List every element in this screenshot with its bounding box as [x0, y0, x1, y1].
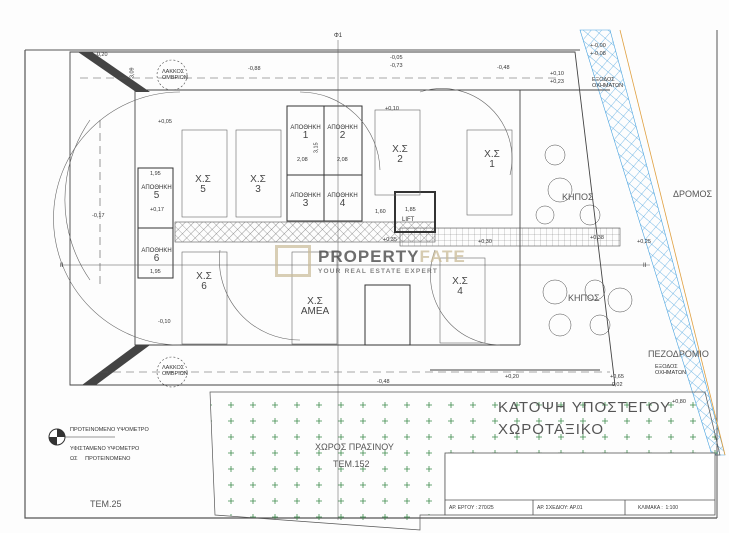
dimension: 3,09 — [129, 67, 136, 79]
legend-existing-1: ΥΦΙΣΤΑΜΕΝΟ ΥΨΟΜΕΤΡΟ — [70, 446, 140, 452]
dimension: 1,95 — [150, 171, 161, 177]
drawing-title: ΚΑΤΟΨΗ ΥΠΟΣΤΕΓΟΥ — [498, 399, 672, 416]
legend-proposed: ΠΡΟΤΕΙΝΟΜΕΝΟ ΥΨΟΜΕΤΡΟ — [70, 427, 149, 433]
scale: ΚΛΙΜΑΚΑ : 1:100 — [638, 505, 679, 511]
watermark-tagline: YOUR REAL ESTATE EXPERT — [318, 268, 439, 275]
vehicle-exit-bottom: ΕΞΟΔΟΣ ΟΧΗΜΑΤΩΝ — [655, 364, 687, 376]
level: +0,25 — [637, 239, 651, 245]
vehicle-exit-top: ΕΞΟΔΟΣ ΟΧΗΜΑΤΩΝ — [592, 77, 624, 89]
level: -0,10 — [158, 319, 171, 325]
rain-pit-bottom: ΛΑΚΚΟΣ ΟΜΒΡΙΩΝ — [162, 365, 188, 377]
level: +0,30 — [478, 239, 492, 245]
level: +0,10 — [550, 71, 564, 77]
plot-25-label: ΤΕΜ.25 — [90, 499, 122, 509]
green-space-label: ΧΩΡΟΣ ΠΡΑΣΙΝΟΥ — [315, 442, 394, 452]
level: +0,65 — [610, 374, 624, 380]
section-marker-left: II — [60, 263, 64, 269]
watermark-brand: PROPERTYFATE — [318, 247, 466, 266]
level: -0,48 — [497, 65, 510, 71]
level: -0,05 — [390, 55, 403, 61]
watermark-logo-icon — [275, 245, 311, 277]
axis-marker: Φ1 — [334, 33, 343, 39]
level-symbol-icon — [48, 428, 115, 446]
section-marker-right: II — [643, 263, 647, 269]
level: +0,35 — [383, 237, 397, 243]
level: -0,48 — [377, 379, 390, 385]
level: +0,23 — [550, 79, 564, 85]
level: +-0,08 — [590, 51, 606, 57]
dimension: 1,85 — [405, 207, 416, 213]
level: +0,17 — [150, 207, 164, 213]
level: +0,05 — [158, 119, 172, 125]
drawing-subtitle: ΧΩΡΟΤΑΞΙΚΟ — [498, 421, 605, 438]
dimension: 2,08 — [297, 157, 308, 163]
garden-trees — [535, 144, 633, 337]
dimension: 1,95 — [150, 269, 161, 275]
level: -0,88 — [248, 66, 261, 72]
project-number: ΑΡ. ΕΡΓΟΥ : 270/25 — [449, 505, 494, 511]
legend-existing-2: ΩΣ ΠΡΟΤΕΙΝΟΜΕΝΟ — [70, 456, 131, 462]
level: +0,10 — [385, 106, 399, 112]
rain-pit-top: ΛΑΚΚΟΣ ΟΜΒΡΙΩΝ — [162, 69, 188, 81]
garden-label-2: ΚΗΠΟΣ — [568, 293, 600, 303]
title-block-lines — [444, 452, 716, 516]
level: +0,80 — [672, 399, 686, 405]
road-label: ΔΡΟΜΟΣ — [673, 189, 713, 199]
level: -0,73 — [390, 63, 403, 69]
sidewalk-label: ΠΕΖΟΔΡΟΜΙΟ — [648, 349, 709, 359]
level: +0,20 — [505, 374, 519, 380]
level: -0,02 — [610, 382, 623, 388]
level: +0,38 — [590, 235, 604, 241]
lift-label: LIFT — [402, 217, 415, 223]
plot-152-label: ΤΕΜ.152 — [333, 459, 370, 469]
level: +-0,00 — [590, 43, 606, 49]
level: -0,17 — [92, 213, 105, 219]
garden-label-1: ΚΗΠΟΣ — [562, 192, 594, 202]
level: -0,20 — [95, 52, 108, 58]
dimension: 1,60 — [375, 209, 386, 215]
dimension: 3,15 — [313, 142, 320, 154]
drawing-number: ΑΡ. ΣΧΕΔΙΟΥ: ΑΡ.01 — [537, 505, 583, 511]
dimension: 2,08 — [337, 157, 348, 163]
